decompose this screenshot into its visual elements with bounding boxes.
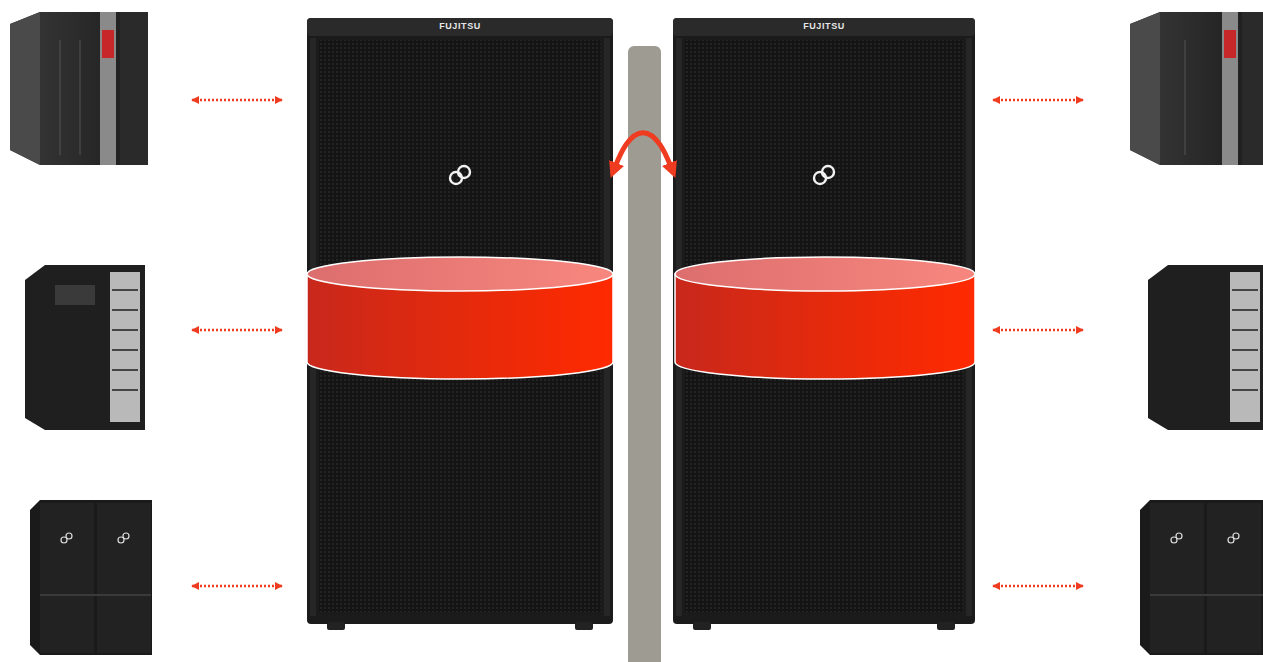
- art-part: [993, 99, 1083, 102]
- art-part: [112, 369, 138, 371]
- tape-library: [1130, 12, 1263, 165]
- art-part: [1232, 349, 1258, 351]
- art-part: [613, 133, 673, 172]
- art-part: [40, 594, 151, 596]
- art-part: [1185, 40, 1186, 155]
- art-part: [1130, 12, 1160, 165]
- art-part: [1232, 309, 1258, 311]
- tape-library: [1148, 265, 1263, 430]
- art-part: [1232, 389, 1258, 391]
- art-part: [1207, 503, 1261, 653]
- rack-top: [307, 18, 613, 36]
- art-part: [80, 40, 81, 155]
- art-part: [110, 272, 140, 422]
- art-part: [10, 12, 148, 165]
- art-part: [1140, 500, 1263, 655]
- art-part: [10, 12, 40, 165]
- tape-library: [10, 12, 148, 165]
- art-part: [100, 12, 116, 165]
- rack-frame: [673, 18, 975, 624]
- art-part: [1148, 265, 1263, 430]
- rack-foot: [327, 622, 345, 630]
- art-part: [102, 30, 114, 58]
- art-part: [192, 99, 282, 102]
- art-part: [993, 585, 1083, 588]
- storage-cabinet: [1140, 500, 1263, 655]
- art-part: [60, 40, 61, 155]
- art-part: [120, 12, 148, 165]
- brand-label: FUJITSU: [307, 21, 613, 31]
- disk-cylinder: [307, 257, 613, 379]
- art-part: [1130, 12, 1263, 165]
- art-part: [112, 289, 138, 291]
- art-part: [1176, 533, 1182, 539]
- art-part: [1150, 503, 1204, 653]
- art-part: [1233, 533, 1239, 539]
- rack-foot: [575, 622, 593, 630]
- rack-frame: [307, 18, 613, 624]
- art-part: [1230, 272, 1260, 422]
- art-part: [1242, 12, 1263, 165]
- art-part: [112, 349, 138, 351]
- sync-arrow: [613, 133, 673, 172]
- brand-label: FUJITSU: [673, 21, 975, 31]
- art-part: [97, 503, 151, 653]
- art-part: [1222, 12, 1238, 165]
- art-part: [112, 329, 138, 331]
- art-part: [1232, 289, 1258, 291]
- rack-foot: [937, 622, 955, 630]
- art-part: [112, 309, 138, 311]
- art-part: [1232, 369, 1258, 371]
- disk-cylinder: [675, 257, 975, 379]
- art-part: [40, 503, 94, 653]
- rack-top: [673, 18, 975, 36]
- art-part: [112, 290, 138, 390]
- tape-library: [25, 265, 145, 430]
- rack-foot: [693, 622, 711, 630]
- art-part: [192, 585, 282, 588]
- art-part: [993, 329, 1083, 332]
- art-part: [1224, 30, 1236, 58]
- storage-cabinet: [30, 500, 152, 655]
- rack-logo: [458, 166, 470, 178]
- rack-logo: [822, 166, 834, 178]
- art-part: [66, 533, 72, 539]
- art-part: [123, 533, 129, 539]
- art-part: [55, 285, 95, 305]
- art-part: [30, 500, 152, 655]
- art-part: [307, 257, 613, 291]
- art-part: [1150, 594, 1263, 596]
- art-part: [25, 265, 145, 430]
- art-part: [1232, 290, 1258, 390]
- art-part: [675, 257, 975, 291]
- art-part: [112, 389, 138, 391]
- art-part: [1232, 329, 1258, 331]
- art-part: [192, 329, 282, 332]
